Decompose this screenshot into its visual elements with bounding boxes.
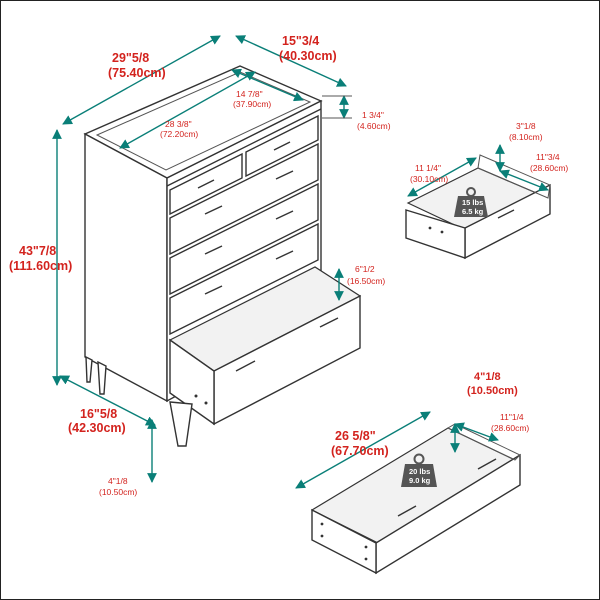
leg-back	[97, 360, 107, 395]
base-depth-cm-label: (42.30cm)	[68, 421, 126, 435]
drawer-h-in-label: 6"1/2	[355, 264, 375, 274]
height-cm-label: (111.60cm)	[9, 259, 72, 273]
large-w-in-label: 26 5/8"	[335, 429, 376, 443]
small-h-in-label: 3"1/8	[516, 121, 536, 131]
main-dimensions	[52, 35, 352, 483]
leg-in-label: 4"1/8	[108, 476, 128, 486]
base-depth-in-label: 16"5/8	[80, 407, 117, 421]
depth-in-label: 15"3/4	[282, 34, 319, 48]
drawer-h-cm-label: (16.50cm)	[347, 276, 385, 286]
inner-depth-cm-label: (37.90cm)	[233, 99, 271, 109]
small-w-in-label: 11 1/4"	[415, 163, 441, 173]
large-weight-lbs: 20 lbs	[409, 467, 430, 476]
large-drawer-side	[311, 508, 377, 575]
drawer-3	[169, 182, 319, 296]
small-drawer-side	[405, 209, 466, 259]
leg-front	[169, 401, 193, 447]
leg-left	[85, 355, 93, 383]
small-w-cm-label: (30.10cm)	[410, 174, 448, 184]
small-weight-kg: 6.5 kg	[462, 207, 484, 216]
large-h-in-label: 4"1/8	[474, 371, 501, 383]
large-weight-icon: 20 lbs 9.0 kg	[401, 453, 437, 487]
open-drawer-side	[169, 338, 215, 426]
height-in-label: 43"7/8	[19, 244, 56, 258]
inner-width-cm-label: (72.20cm)	[160, 129, 198, 139]
large-h-cm-label: (10.50cm)	[467, 385, 518, 397]
drawer-2	[169, 142, 319, 256]
large-d-in-label: 11"1/4	[500, 412, 524, 422]
weight-icon	[401, 464, 437, 487]
leg-cm-label: (10.50cm)	[99, 487, 137, 497]
depth-cm-label: (40.30cm)	[279, 49, 337, 63]
width-in-label: 29"5/8	[112, 51, 149, 65]
top-thick-cm-label: (4.60cm)	[357, 121, 391, 131]
small-d-in-label: 11"3/4	[536, 152, 560, 162]
inner-width-in-label: 28 3/8"	[165, 119, 192, 129]
large-drawer-detail	[295, 411, 521, 575]
small-d-cm-label: (28.60cm)	[530, 163, 568, 173]
small-weight-lbs: 15 lbs	[462, 198, 483, 207]
inner-depth-in-label: 14 7/8"	[236, 89, 263, 99]
large-w-cm-label: (67.70cm)	[331, 444, 389, 458]
dresser	[83, 65, 362, 447]
small-weight-icon: 15 lbs 6.5 kg	[454, 187, 488, 217]
weight-icon	[454, 196, 488, 217]
small-h-cm-label: (8.10cm)	[509, 132, 543, 142]
large-d-cm-label: (28.60cm)	[491, 423, 529, 433]
width-cm-label: (75.40cm)	[108, 66, 166, 80]
large-weight-kg: 9.0 kg	[409, 476, 431, 485]
top-thick-in-label: 1 3/4"	[362, 110, 384, 120]
drawer-4	[169, 222, 319, 336]
